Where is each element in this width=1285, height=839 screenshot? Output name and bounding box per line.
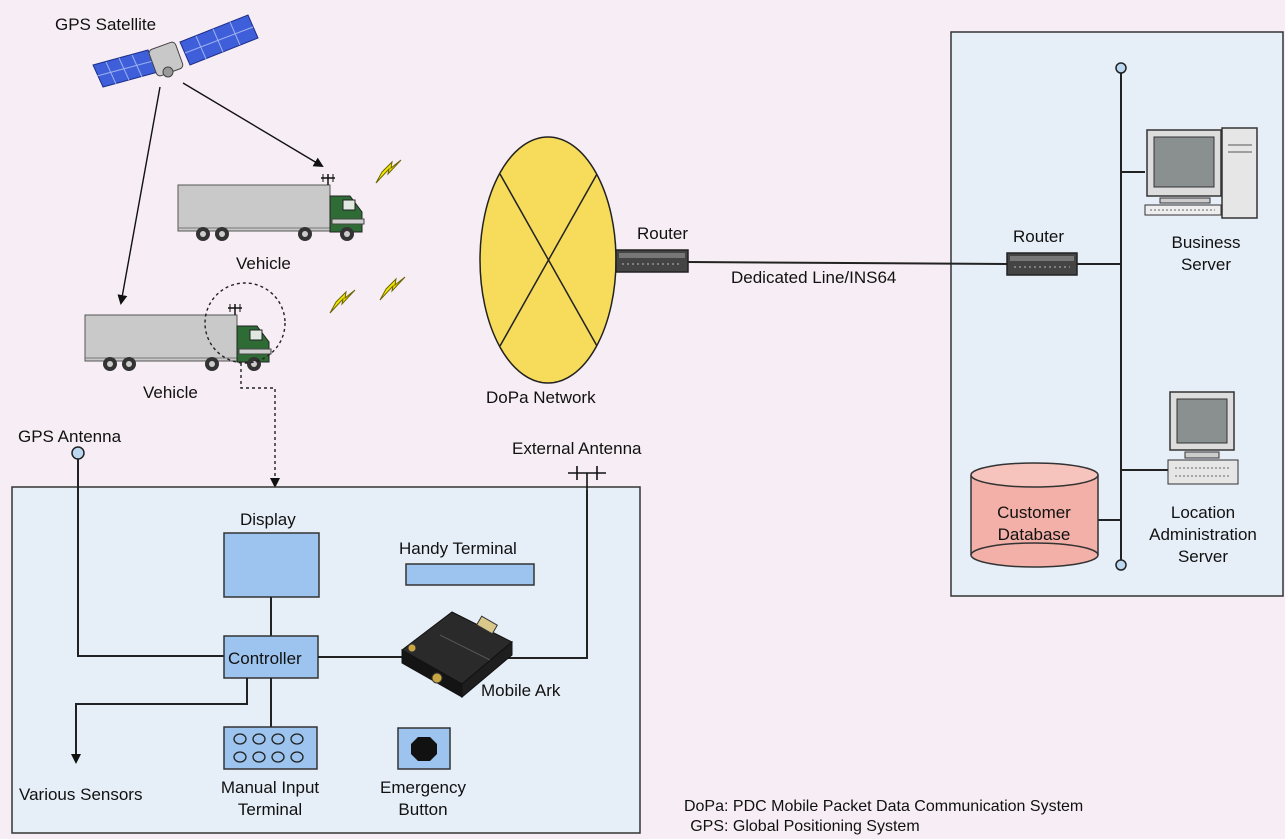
controller-box (223, 635, 319, 679)
mobile-ark-label: Mobile Ark (481, 681, 561, 700)
dopa-network-icon (479, 136, 617, 384)
external-antenna-label: External Antenna (512, 439, 642, 458)
legend-abbr-gps: GPS (690, 818, 724, 835)
vehicle-bottom-label: Vehicle (143, 383, 198, 402)
legend-row-gps: GPS: Global Positioning System (640, 817, 1083, 837)
legend-text-dopa: : PDC Mobile Packet Data Communication S… (724, 798, 1084, 815)
handy-terminal-box (405, 563, 535, 586)
business-server-label: Business Server (1171, 233, 1241, 274)
gps-signal-arrow-top (182, 82, 324, 168)
customer-database-icon (970, 462, 1099, 568)
legend: DoPa: PDC Mobile Packet Data Communicati… (640, 797, 1083, 837)
dedicated-line (687, 261, 1008, 265)
manual-input-terminal-label: Manual Input Terminal (220, 778, 320, 819)
manual-input-terminal-icon (223, 726, 318, 770)
gps-antenna-line (77, 459, 224, 657)
location-server-label: Location Administration Server (1149, 503, 1257, 566)
legend-row-dopa: DoPa: PDC Mobile Packet Data Communicati… (640, 797, 1083, 817)
magnify-circle (204, 282, 286, 364)
controller-label: Controller (228, 649, 302, 668)
handy-terminal-label: Handy Terminal (399, 539, 517, 558)
legend-text-gps: : Global Positioning System (724, 818, 920, 835)
dedicated-line-label: Dedicated Line/INS64 (731, 268, 897, 287)
emergency-button-icon (397, 727, 451, 770)
onboard-panel (11, 486, 641, 834)
magnify-dashed-arrow (240, 363, 280, 488)
customer-database-label: Customer Database (997, 503, 1071, 544)
satellite-icon (92, 14, 259, 88)
various-sensors-label: Various Sensors (19, 785, 143, 804)
router-right-icon (1006, 252, 1078, 276)
signal-bolt-icon (329, 159, 406, 314)
location-server-computer-icon (1167, 391, 1239, 485)
router-right-label: Router (1013, 227, 1065, 246)
truck-top-icon (177, 174, 365, 241)
gps-antenna-label: GPS Antenna (18, 427, 122, 446)
display-box (223, 532, 320, 598)
mobile-ark-device-icon (401, 611, 513, 699)
display-label: Display (240, 510, 296, 529)
external-antenna-icon (568, 466, 606, 490)
truck-bottom-icon (84, 304, 272, 371)
router-left-icon (615, 249, 689, 273)
business-server-computer-icon (1144, 127, 1258, 219)
sensors-arrow (71, 678, 248, 764)
gps-satellite-label: GPS Satellite (55, 15, 157, 34)
router-left-label: Router (637, 224, 689, 243)
legend-abbr-dopa: DoPa (683, 798, 724, 815)
emergency-button-label: Emergency Button (380, 778, 466, 819)
dopa-network-label: DoPa Network (486, 388, 596, 407)
gps-signal-arrow-bottom (117, 86, 161, 305)
vehicle-top-label: Vehicle (236, 254, 291, 273)
